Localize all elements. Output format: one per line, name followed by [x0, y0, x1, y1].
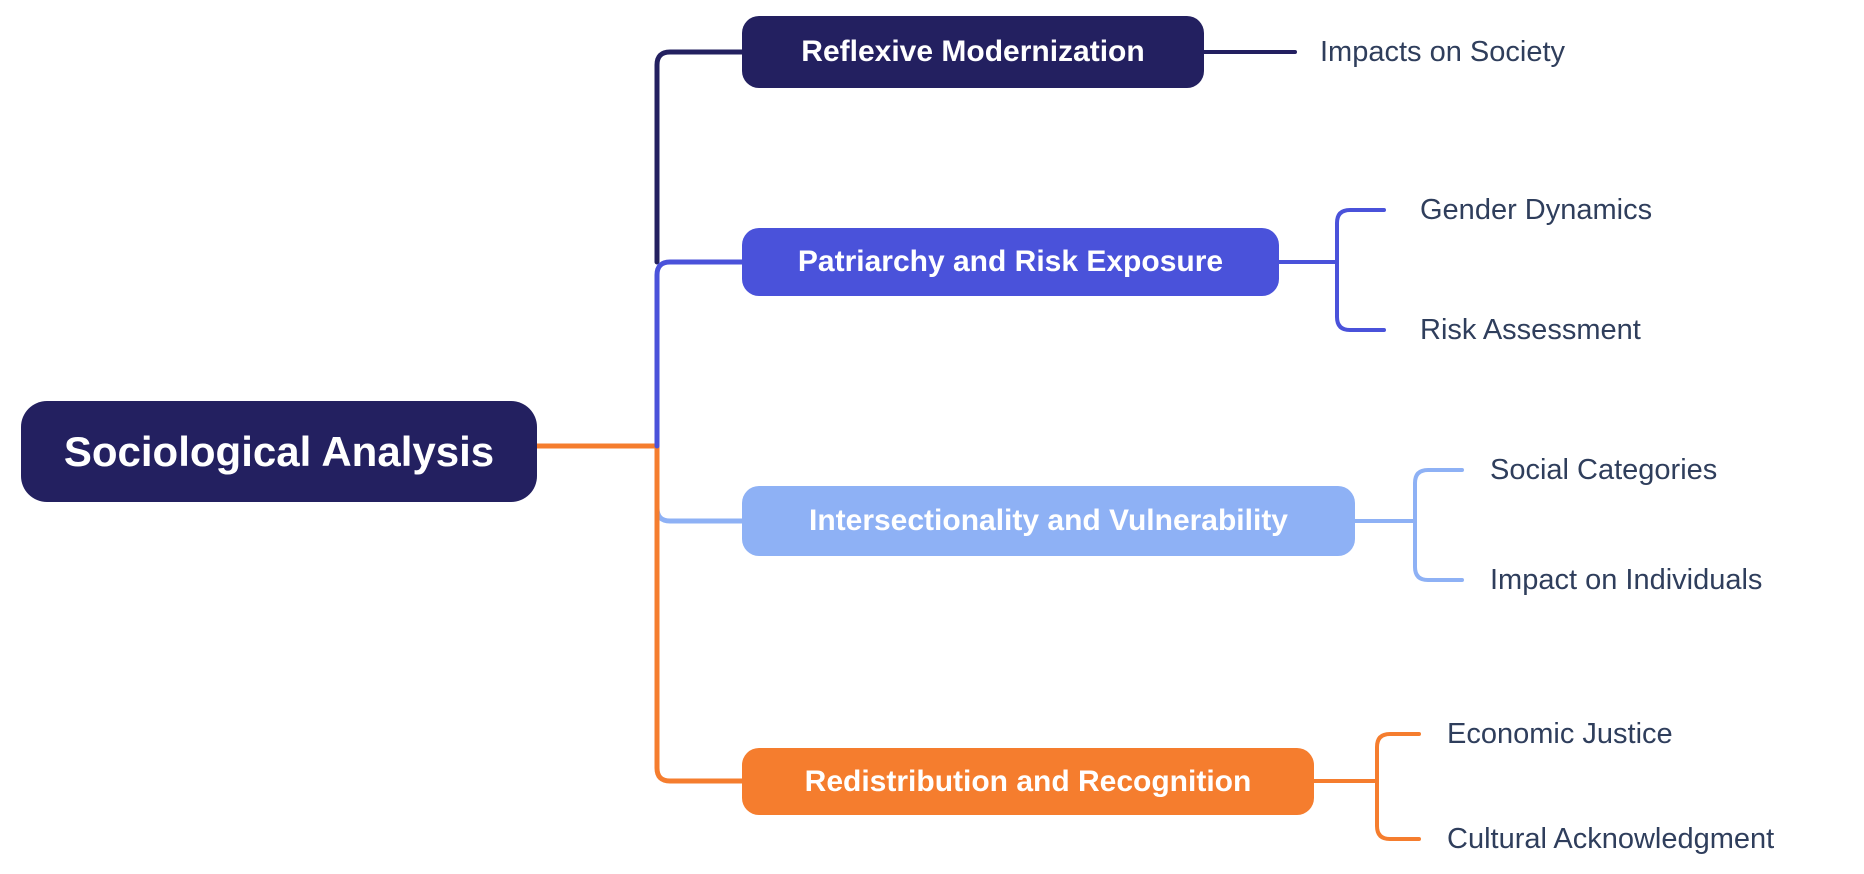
- branch-2-connector: [654, 259, 745, 449]
- branch-1-connector: [654, 49, 745, 265]
- child-node-cultural-acknowledgment[interactable]: Cultural Acknowledgment: [1447, 823, 1775, 855]
- branch-node-redistribution-and-recognition[interactable]: Redistribution and Recognition: [742, 748, 1314, 815]
- root-and-branch-4-connector: [534, 443, 745, 784]
- branch-node-reflexive-modernization[interactable]: Reflexive Modernization: [742, 16, 1204, 88]
- branch-node-patriarchy-and-risk-exposure[interactable]: Patriarchy and Risk Exposure: [742, 228, 1279, 296]
- child-node-economic-justice[interactable]: Economic Justice: [1447, 718, 1673, 750]
- branch-node-label: Intersectionality and Vulnerability: [808, 504, 1288, 537]
- branch-3-connector: [654, 495, 745, 524]
- child-node-impacts-on-society[interactable]: Impacts on Society: [1320, 36, 1565, 68]
- branch-2-child-bracket: [1335, 208, 1386, 332]
- branch-node-label: Reflexive Modernization: [801, 35, 1145, 68]
- branch-node-label: Patriarchy and Risk Exposure: [797, 245, 1224, 278]
- root-node-sociological-analysis[interactable]: Sociological Analysis: [21, 401, 537, 502]
- branch-3-child-bracket: [1413, 468, 1464, 582]
- child-node-impact-on-individuals[interactable]: Impact on Individuals: [1490, 564, 1763, 596]
- branch-node-label: Redistribution and Recognition: [804, 764, 1252, 798]
- child-node-gender-dynamics[interactable]: Gender Dynamics: [1420, 194, 1653, 226]
- branch-4-child-bracket: [1375, 732, 1421, 841]
- child-node-risk-assessment[interactable]: Risk Assessment: [1420, 314, 1641, 346]
- branch-node-intersectionality-and-vulnerability[interactable]: Intersectionality and Vulnerability: [742, 486, 1355, 556]
- root-node-label: Sociological Analysis: [63, 427, 495, 475]
- child-node-social-categories[interactable]: Social Categories: [1490, 454, 1718, 486]
